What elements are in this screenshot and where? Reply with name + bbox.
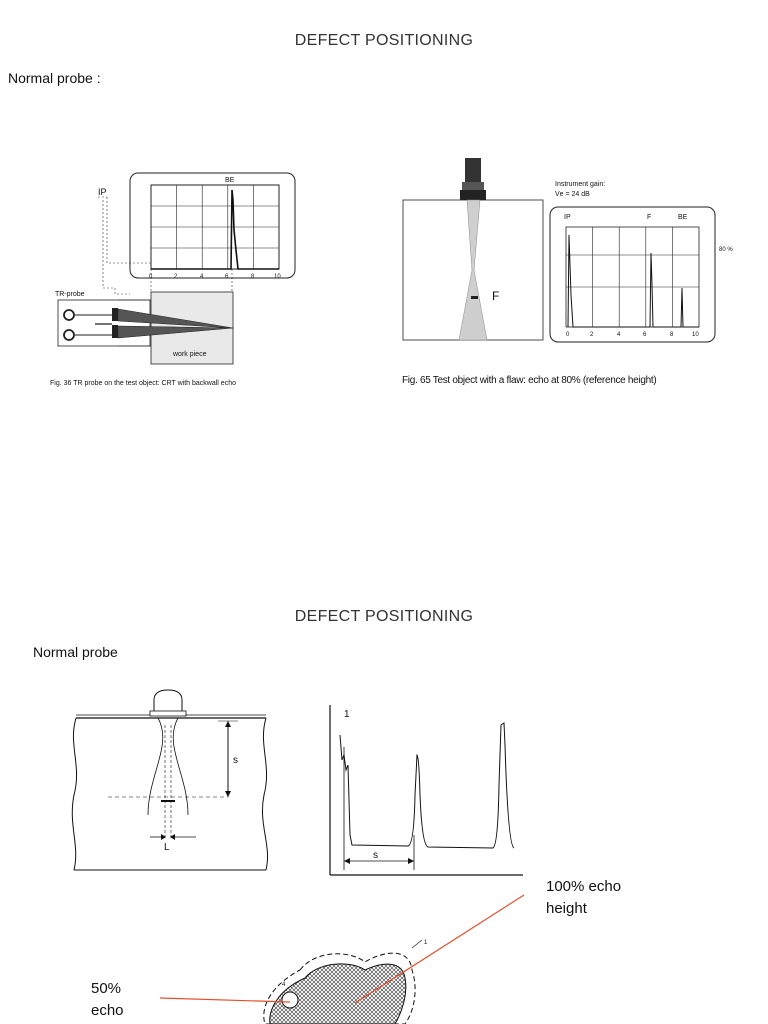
fig65-caption: Fig. 65 Test object with a flaw: echo at…: [402, 375, 657, 386]
fig36-tick: 0: [149, 274, 153, 280]
fig65-tick: 4: [617, 332, 621, 338]
fig36-be-label: BE: [225, 177, 235, 184]
fig36-diagram: IP BE TR-probe work piece 0 2 4 6 8 10: [55, 172, 296, 365]
fig36-work-piece-label: work piece: [172, 351, 207, 358]
scope-s-label: s: [373, 850, 378, 861]
fig65-flaw-label: F: [492, 289, 499, 303]
fig65-diagram: F Instrument gain: Vе = 24 dB IP F BE 80…: [402, 158, 733, 343]
fig65-be-label: BE: [678, 214, 688, 221]
fig65-tick: 2: [590, 332, 594, 338]
echo50-arrow: [159, 997, 291, 1003]
fig36-tick: 10: [274, 274, 281, 280]
fig65-tick: 0: [566, 332, 570, 338]
l-dimension-label: L: [164, 842, 170, 853]
fig65-tick: 8: [670, 332, 674, 338]
s-dimension-label: s: [233, 755, 238, 766]
defect-contour-diagram: 1 4: [159, 894, 525, 1024]
fig65-gain-line2: Vе = 24 dB: [555, 191, 590, 198]
normal-probe-diagram: s L 1 s: [71, 689, 523, 876]
fig65-tick: 10: [692, 332, 699, 338]
fig36-tick: 2: [174, 274, 178, 280]
section-subtitle-top: Normal probe :: [8, 70, 101, 86]
fig36-probe-label: TR-probe: [55, 291, 85, 298]
echo50-label: 50% echo: [91, 978, 124, 1022]
defect-label-4: 4: [282, 982, 286, 988]
echo50-line2: echo: [91, 1002, 124, 1019]
fig65-ip-label: IP: [564, 214, 571, 221]
echo50-line1: 50%: [91, 980, 122, 997]
defect-label-1: 1: [424, 940, 428, 946]
page-title-bottom: DEFECT POSITIONING: [294, 608, 474, 625]
fig36-tick: 8: [251, 274, 255, 280]
section-subtitle-bottom: Normal probe: [33, 644, 118, 660]
scope-peak-label: 1: [344, 709, 350, 720]
echo100-arrow: [354, 894, 525, 1004]
fig36-ip-label: IP: [98, 187, 107, 197]
fig65-side-label: 80 %: [719, 247, 733, 253]
fig36-tick: 6: [225, 274, 229, 280]
fig65-f-label: F: [647, 214, 651, 221]
fig36-caption: Fig. 36 TR probe on the test object: CRT…: [50, 380, 236, 387]
echo100-label: 100% echo height: [546, 876, 621, 920]
fig36-tick: 4: [200, 274, 204, 280]
fig65-gain-line1: Instrument gain:: [555, 181, 605, 188]
page-title-top: DEFECT POSITIONING: [294, 32, 474, 49]
fig65-tick: 6: [643, 332, 647, 338]
echo100-line2: height: [546, 900, 587, 917]
echo100-line1: 100% echo: [546, 878, 622, 895]
